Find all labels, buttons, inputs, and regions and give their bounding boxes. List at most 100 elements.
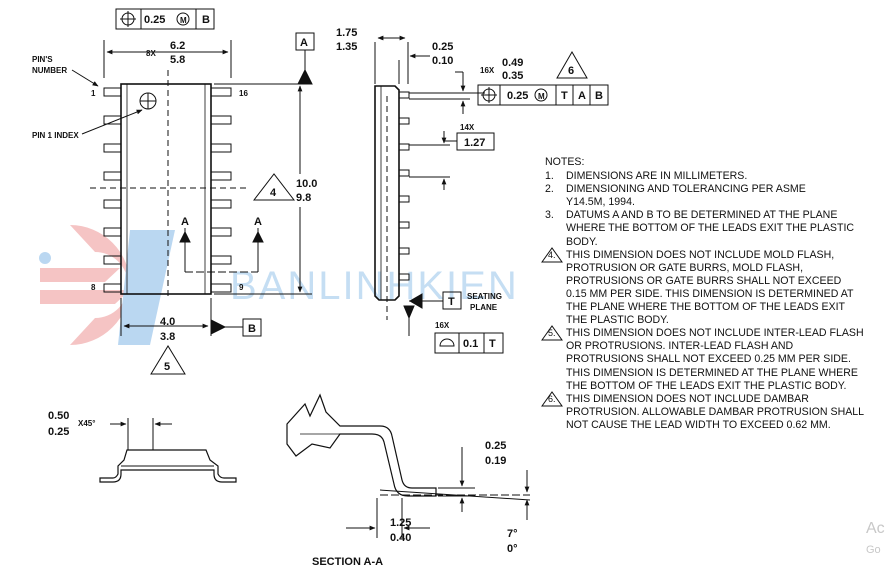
length-min: 9.8	[296, 192, 311, 204]
note5-ref: 5	[164, 361, 170, 373]
thick-min: 0.19	[485, 455, 506, 467]
seating-label-2: PLANE	[470, 303, 498, 312]
height-max: 1.75	[336, 27, 357, 39]
notes-title: NOTES:	[545, 156, 585, 168]
width-qty: 8X	[146, 49, 156, 58]
height-min: 1.35	[336, 41, 357, 53]
lead-left	[103, 199, 122, 209]
section-a-a	[286, 393, 437, 497]
note-number: 5.	[548, 328, 556, 339]
flat-qty: 16X	[435, 321, 450, 330]
standoff-min: 0.10	[432, 55, 453, 67]
note-item: 2. DIMENSIONING AND TOLERANCING PER ASME …	[545, 183, 889, 209]
lead-right	[210, 143, 232, 153]
pitch-value: 1.27	[464, 137, 485, 149]
flatness-datum: T	[489, 338, 496, 350]
pin-16-label: 16	[239, 89, 248, 98]
lead-left	[103, 255, 122, 265]
top-frame-datum: B	[202, 14, 210, 26]
pins-number-label-1: PIN'S	[32, 55, 53, 64]
pins-number-label-2: NUMBER	[32, 66, 67, 75]
note4-ref: 4	[270, 187, 277, 199]
pin-1-label: 1	[91, 89, 96, 98]
lead-right	[210, 199, 232, 209]
note-item-triangle: 5. THIS DIMENSION DOES NOT INCLUDE INTER-…	[541, 325, 889, 392]
lead-left	[103, 87, 122, 97]
note-number: 3.	[545, 209, 554, 222]
note-number: 2.	[545, 183, 554, 196]
lead-left	[103, 283, 122, 293]
corner-text-top: Ac	[866, 520, 885, 537]
top-frame-modifier: M	[180, 16, 187, 25]
lead-left	[103, 143, 122, 153]
lead-frame-modifier: M	[538, 92, 545, 101]
section-a-right: A	[254, 216, 262, 228]
lead-frame-datum1: T	[561, 90, 568, 102]
lead-width-min: 0.35	[502, 70, 523, 82]
side-lead	[398, 91, 410, 99]
foot-max: 1.25	[390, 517, 411, 529]
thick-max: 0.25	[485, 440, 506, 452]
lead-right	[210, 283, 232, 293]
lead-right	[210, 227, 232, 237]
note-item: 3. DATUMS A AND B TO BE DETERMINED AT THE…	[545, 209, 889, 248]
notes-block: NOTES: 1.DIMENSIONS ARE IN MILLIMETERS.2…	[541, 156, 889, 432]
section-title: SECTION A-A	[312, 556, 383, 568]
note-triangle-icon: 5.	[541, 325, 566, 341]
note-text: DIMENSIONING AND TOLERANCING PER ASME Y1…	[566, 183, 806, 209]
lead-right	[210, 171, 232, 181]
top-frame-value: 0.25	[144, 14, 165, 26]
body-width-max: 4.0	[160, 316, 175, 328]
note-text: THIS DIMENSION DOES NOT INCLUDE INTER-LE…	[566, 327, 864, 392]
note-number: 6.	[548, 393, 556, 404]
lead-left	[103, 115, 122, 125]
note-item: 1.DIMENSIONS ARE IN MILLIMETERS.	[545, 170, 889, 183]
top-tolerance-frame	[115, 8, 215, 30]
section-a-left: A	[181, 216, 189, 228]
note6-ref: 6	[568, 65, 574, 77]
side-lead	[398, 273, 410, 281]
note-triangle-icon: 4.	[541, 246, 566, 263]
standoff-max: 0.25	[432, 41, 453, 53]
side-lead	[398, 247, 410, 255]
side-lead	[398, 143, 410, 151]
pins-left	[103, 87, 122, 293]
lead-left	[103, 227, 122, 237]
angle-min: 0°	[507, 543, 518, 555]
pins-right	[210, 87, 232, 293]
body-width-min: 3.8	[160, 331, 175, 343]
pin1-index-label: PIN 1 INDEX	[32, 131, 79, 140]
flatness-value: 0.1	[463, 338, 478, 350]
note-text: THIS DIMENSION DOES NOT INCLUDE MOLD FLA…	[566, 248, 854, 327]
lead-width-max: 0.49	[502, 57, 523, 69]
angle-max: 7°	[507, 528, 518, 540]
lead-frame-datum3: B	[595, 90, 603, 102]
pin-9-label: 9	[239, 283, 244, 292]
lead-right	[210, 115, 232, 125]
note-text: THIS DIMENSION DOES NOT INCLUDE DAMBAR P…	[566, 392, 865, 431]
side-lead	[398, 221, 410, 229]
pitch-qty: 14X	[460, 123, 475, 132]
corner-text-bottom: Go	[866, 544, 881, 556]
width-min: 5.8	[170, 54, 185, 66]
note-number: 4.	[548, 249, 556, 260]
note-triangle-icon: 6.	[541, 390, 566, 407]
lead-frame-datum2: A	[578, 90, 586, 102]
width-max: 6.2	[170, 40, 185, 52]
side-lead	[398, 117, 410, 125]
side-lead	[398, 195, 410, 203]
lead-qty: 16X	[480, 66, 495, 75]
seating-datum: T	[448, 296, 455, 308]
note-text: DATUMS A AND B TO BE DETERMINED AT THE P…	[566, 209, 855, 248]
length-max: 10.0	[296, 178, 317, 190]
lead-right	[210, 87, 232, 97]
end-view	[99, 449, 237, 483]
pin-8-label: 8	[91, 283, 96, 292]
note-number: 1.	[545, 170, 554, 183]
top-view-body	[120, 83, 212, 295]
seating-label-1: SEATING	[467, 292, 502, 301]
lead-tolerance-frame	[477, 84, 609, 106]
